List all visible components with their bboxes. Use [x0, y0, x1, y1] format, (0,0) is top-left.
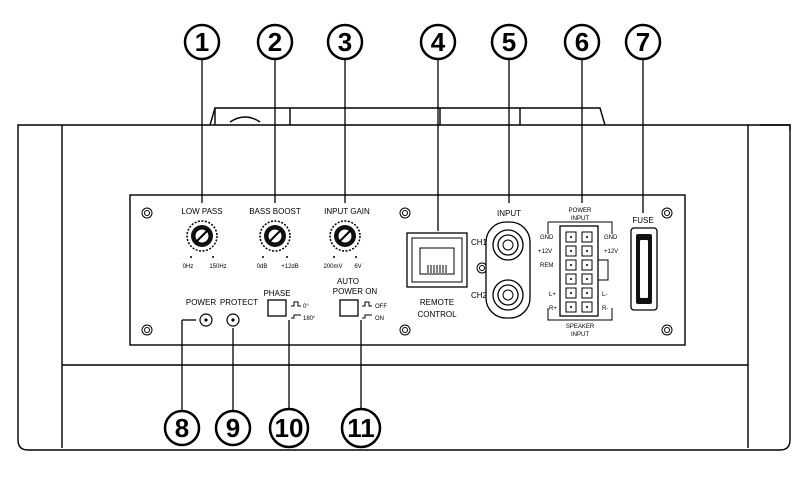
svg-text:11: 11 [347, 413, 375, 443]
svg-text:GND: GND [540, 235, 554, 241]
bass-boost-knob[interactable]: BASS BOOST 0dB +12dB [249, 207, 301, 270]
fuse-holder[interactable]: FUSE [630, 216, 658, 311]
svg-text:FUSE: FUSE [632, 216, 653, 225]
svg-text:POWER ON: POWER ON [333, 287, 378, 296]
svg-text:9: 9 [226, 413, 240, 443]
power-led: POWER [186, 298, 216, 327]
input-gain-max: 6V [354, 264, 361, 270]
low-pass-max: 150Hz [209, 264, 226, 270]
phase-switch[interactable]: PHASE 0° 180° [263, 289, 316, 322]
screw-icon [141, 207, 673, 336]
svg-text:4: 4 [431, 27, 446, 57]
callout-2: 2 [256, 23, 294, 61]
svg-text:5: 5 [502, 27, 516, 57]
svg-text:2: 2 [268, 27, 282, 57]
svg-text:INPUT: INPUT [571, 216, 589, 222]
svg-text:CH1: CH1 [471, 238, 488, 247]
low-pass-label: LOW PASS [181, 207, 222, 216]
svg-text:R-: R- [602, 306, 608, 312]
callout-10: 10 [268, 407, 310, 449]
svg-text:GND: GND [604, 235, 618, 241]
svg-text:180°: 180° [303, 316, 316, 322]
callout-5: 5 [490, 23, 528, 61]
svg-text:L+: L+ [549, 292, 556, 298]
svg-text:10: 10 [275, 413, 304, 443]
callout-9: 9 [214, 409, 252, 447]
svg-text:REM: REM [540, 263, 553, 269]
svg-text:PHASE: PHASE [263, 289, 290, 298]
power-input-connector[interactable]: POWER INPUT GND +12V REM GND +12V L+ R+ … [538, 208, 618, 338]
svg-text:INPUT: INPUT [497, 209, 521, 218]
svg-text:INPUT: INPUT [571, 332, 589, 338]
input-gain-label: INPUT GAIN [324, 207, 370, 216]
callout-6: 6 [563, 23, 601, 61]
svg-text:0°: 0° [303, 304, 309, 310]
svg-text:REMOTE: REMOTE [420, 298, 454, 307]
svg-text:8: 8 [175, 413, 189, 443]
svg-text:PROTECT: PROTECT [220, 298, 258, 307]
svg-text:6: 6 [575, 27, 589, 57]
svg-text:1: 1 [195, 27, 209, 57]
svg-text:POWER: POWER [186, 298, 216, 307]
svg-text:+12V: +12V [604, 249, 618, 255]
callout-3: 3 [326, 23, 364, 61]
svg-text:OFF: OFF [375, 304, 387, 310]
bass-boost-label: BASS BOOST [249, 207, 301, 216]
callout-8: 8 [163, 409, 201, 447]
rca-input-jacks[interactable]: INPUT CH1 CH2 [471, 209, 531, 319]
svg-text:POWER: POWER [569, 208, 592, 214]
remote-control-port[interactable]: REMOTE CONTROL [406, 232, 468, 319]
bass-boost-max: +12dB [281, 264, 299, 270]
svg-text:R+: R+ [549, 306, 557, 312]
low-pass-knob[interactable]: LOW PASS 0Hz 150Hz [181, 207, 226, 270]
bass-boost-min: 0dB [257, 264, 268, 270]
callout-1: 1 [183, 23, 221, 61]
callout-11: 11 [340, 407, 382, 449]
svg-text:CH2: CH2 [471, 291, 488, 300]
svg-text:SPEAKER: SPEAKER [566, 324, 595, 330]
svg-text:7: 7 [636, 27, 650, 57]
callout-7: 7 [624, 23, 662, 61]
svg-text:L-: L- [602, 292, 607, 298]
leader-lines [181, 60, 644, 410]
svg-text:CONTROL: CONTROL [417, 310, 457, 319]
svg-text:ON: ON [375, 316, 384, 322]
callout-4: 4 [419, 23, 457, 61]
auto-power-switch[interactable]: AUTO POWER ON OFF ON [333, 277, 388, 322]
input-gain-min: 200mV [323, 264, 342, 270]
protect-led: PROTECT [220, 298, 258, 327]
svg-text:+12V: +12V [538, 249, 552, 255]
svg-text:3: 3 [338, 27, 352, 57]
input-gain-knob[interactable]: INPUT GAIN 200mV 6V [323, 207, 370, 270]
svg-text:AUTO: AUTO [337, 277, 359, 286]
low-pass-min: 0Hz [183, 264, 194, 270]
